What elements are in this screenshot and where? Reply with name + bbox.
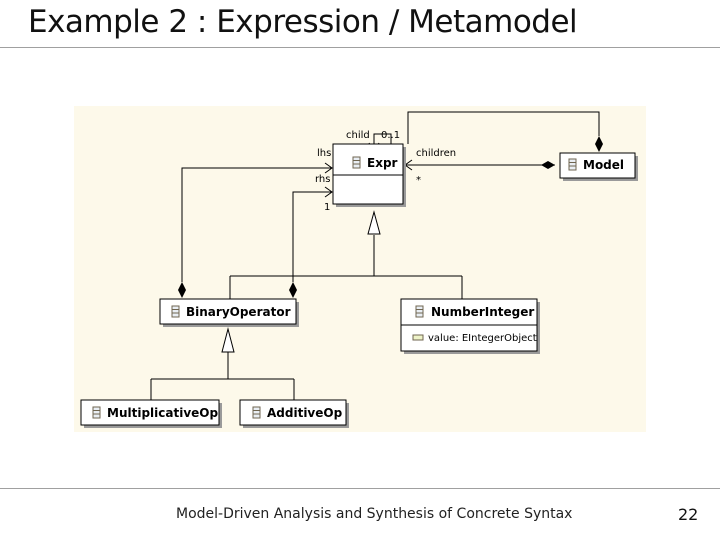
class-icon [92,406,101,419]
class-name: BinaryOperator [186,305,291,319]
class-name: NumberInteger [431,305,534,319]
label-child: child [346,130,370,141]
class-additive-op[interactable]: AdditiveOp [239,399,349,428]
label-children-multiplicity: * [416,175,421,186]
class-name: MultiplicativeOp [107,406,218,420]
model-loop [407,111,600,144]
attribute-value: value: EIntegerObject [428,333,537,344]
label-rhs: rhs [315,174,330,185]
class-number-integer[interactable]: NumberInteger value: EIntegerObject [400,298,540,354]
page-number: 22 [678,505,699,524]
label-one: 1 [324,202,330,213]
class-name: AdditiveOp [267,406,343,420]
footer-text: Model-Driven Analysis and Synthesis of C… [176,506,573,522]
label-lhs: lhs [317,148,331,159]
class-icon [252,406,261,419]
class-model[interactable]: Model [559,152,638,181]
rhs-association [292,191,332,282]
label-child-multiplicity: 0..1 [381,130,400,141]
diagram-canvas: child 0..1 lhs rhs children * 1 Expr Mod… [74,106,646,432]
class-name: Expr [367,156,398,170]
class-binary-operator[interactable]: BinaryOperator [159,298,299,327]
child-association [373,133,392,149]
label-children: children [416,148,456,159]
class-icon [352,156,361,169]
lhs-association [181,167,332,282]
class-multiplicative-op[interactable]: MultiplicativeOp [80,399,222,428]
title-divider [0,47,720,48]
class-name: Model [583,158,624,172]
attribute-icon [412,334,424,341]
class-icon [568,158,577,171]
class-expr[interactable]: Expr [332,143,406,207]
slide-title: Example 2 : Expression / Metamodel [28,4,578,40]
class-icon [171,305,180,318]
class-icon [415,305,424,318]
footer-divider [0,488,720,489]
class-diagram: child 0..1 lhs rhs children * 1 Expr Mod… [80,111,638,428]
